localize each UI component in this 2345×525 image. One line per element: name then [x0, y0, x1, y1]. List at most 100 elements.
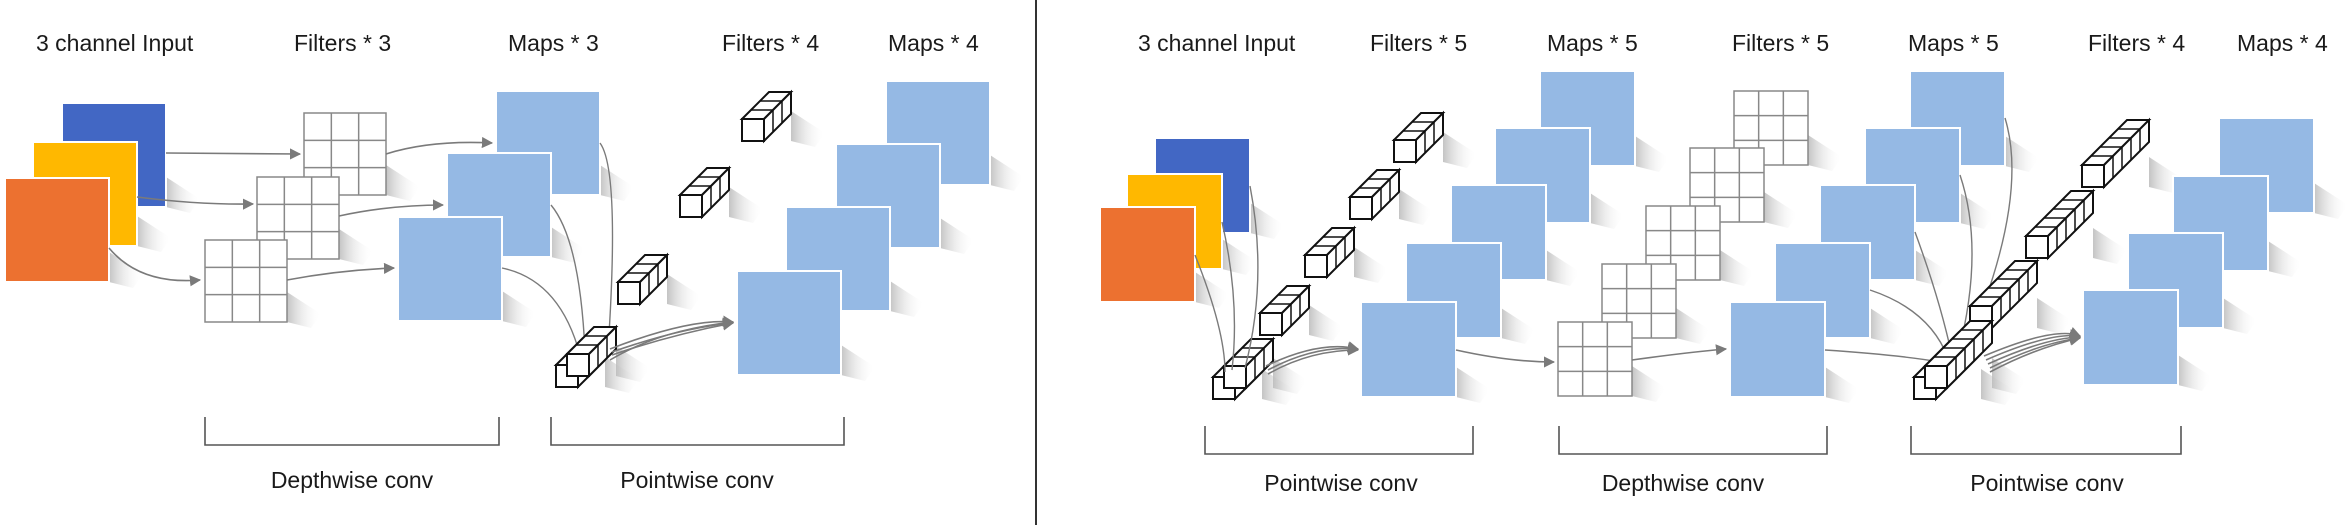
right-pw1-filter-1	[1393, 139, 1417, 163]
drop-shadow	[841, 345, 875, 381]
drop-shadow	[2268, 241, 2302, 277]
right-pw1-filter-3	[1304, 254, 1328, 278]
output-map-4	[736, 270, 842, 376]
curve-map3-pointwise	[501, 267, 581, 356]
left-label-maps-3: Maps * 3	[508, 30, 599, 56]
drop-shadow	[1992, 358, 2026, 394]
right-section-pointwise-a: Pointwise conv	[1264, 470, 1418, 496]
curve-map1-pointwise	[599, 142, 614, 351]
drop-shadow	[166, 177, 200, 213]
right-fan-a-3	[1265, 341, 1360, 367]
drop-shadow	[1720, 250, 1754, 286]
left-label-filters-3: Filters * 3	[294, 30, 392, 56]
panel-divider	[1035, 0, 1037, 525]
cube-side-face	[2103, 117, 2150, 190]
arrow-input-filter-1	[165, 148, 302, 160]
drop-shadow	[667, 274, 701, 310]
arrow-filter-map-1	[385, 136, 494, 155]
depthwise-map-3	[397, 216, 503, 322]
drop-shadow	[1309, 305, 1343, 341]
drop-shadow	[890, 281, 924, 317]
right-curve-in-2	[1221, 221, 1236, 371]
right-output-map-4	[2082, 289, 2179, 386]
right-label-filters-4: Filters * 4	[2088, 30, 2186, 56]
right-curve-in-3	[1194, 254, 1226, 373]
drop-shadow	[2037, 298, 2071, 334]
right-map-b-5	[1729, 301, 1826, 398]
depthwise-filter-3	[204, 239, 288, 323]
left-section-depthwise: Depthwise conv	[270, 467, 434, 493]
drop-shadow	[502, 291, 536, 327]
fan-arrow-2	[611, 319, 735, 356]
drop-shadow	[1960, 193, 1994, 229]
arrow-filter-map-2	[338, 199, 445, 217]
drop-shadow	[1195, 272, 1229, 308]
right-label-maps-5-a: Maps * 5	[1547, 30, 1638, 56]
right-bracket-depthwise	[1558, 426, 1828, 455]
left-label-filters-4: Filters * 4	[722, 30, 820, 56]
fan-arrow-3	[611, 318, 735, 353]
right-label-input: 3 channel Input	[1138, 30, 1296, 56]
drop-shadow	[1399, 189, 1433, 225]
drop-shadow	[287, 292, 321, 328]
cube-side-face	[1946, 318, 1993, 391]
drop-shadow	[600, 165, 634, 201]
right-pw1-filter-2	[1349, 196, 1373, 220]
drop-shadow	[386, 165, 420, 201]
drop-shadow	[791, 111, 825, 147]
drop-shadow	[1825, 367, 1859, 403]
right-label-maps-5-b: Maps * 5	[1908, 30, 1999, 56]
drop-shadow	[1546, 250, 1580, 286]
drop-shadow	[2005, 136, 2039, 172]
curve-map2-pointwise	[550, 204, 586, 353]
right-fan-out-5	[1983, 327, 2082, 357]
right-pw2-filter-2	[2025, 235, 2049, 259]
drop-shadow	[1250, 203, 1284, 239]
left-bracket-depthwise	[204, 417, 500, 446]
drop-shadow	[2314, 183, 2345, 219]
pointwise-block-back	[566, 353, 590, 377]
right-arrow-mapa-dw	[1455, 349, 1556, 368]
drop-shadow	[1354, 247, 1388, 283]
right-arrow-dw-mapb	[1631, 344, 1728, 361]
pointwise-filter-3	[617, 281, 641, 305]
fan-arrow-4	[609, 315, 735, 350]
drop-shadow	[1764, 192, 1798, 228]
cube-side-face	[2047, 188, 2094, 261]
arrow-input-filter-2	[136, 196, 255, 210]
left-label-input: 3 channel Input	[36, 30, 194, 56]
drop-shadow	[616, 346, 650, 382]
drop-shadow	[1915, 250, 1949, 286]
drop-shadow	[1443, 132, 1477, 168]
left-label-maps-4: Maps * 4	[888, 30, 979, 56]
right-curve-in-1	[1244, 185, 1259, 369]
drop-shadow	[109, 252, 143, 288]
drop-shadow	[1676, 308, 1710, 344]
left-bracket-pointwise	[550, 417, 845, 446]
arrow-input-filter-3	[108, 247, 202, 287]
drop-shadow	[1870, 308, 1904, 344]
right-map-a-5	[1360, 301, 1457, 398]
drop-shadow	[2178, 355, 2212, 391]
depthwise-filter-2	[256, 176, 340, 260]
right-pw1-filter-4	[1259, 312, 1283, 336]
right-label-maps-4: Maps * 4	[2237, 30, 2328, 56]
right-section-depthwise: Depthwise conv	[1601, 470, 1765, 496]
input-channel-orange	[4, 177, 110, 283]
drop-shadow	[137, 216, 171, 252]
drop-shadow	[1632, 366, 1666, 402]
right-pw2-filter-1	[2081, 164, 2105, 188]
right-bracket-pointwise-a	[1204, 426, 1474, 455]
drop-shadow	[551, 227, 585, 263]
drop-shadow	[1456, 367, 1490, 403]
arrow-filter-map-3	[286, 262, 396, 281]
right-label-filters-5-b: Filters * 5	[1732, 30, 1830, 56]
right-label-filters-5-a: Filters * 5	[1370, 30, 1468, 56]
drop-shadow	[729, 187, 763, 223]
right-curve-b-3	[1914, 231, 1953, 357]
drop-shadow	[990, 155, 1024, 191]
drop-shadow	[2223, 298, 2257, 334]
right-bracket-pointwise-b	[1910, 426, 2182, 455]
drop-shadow	[1808, 135, 1842, 171]
drop-shadow	[1635, 136, 1669, 172]
